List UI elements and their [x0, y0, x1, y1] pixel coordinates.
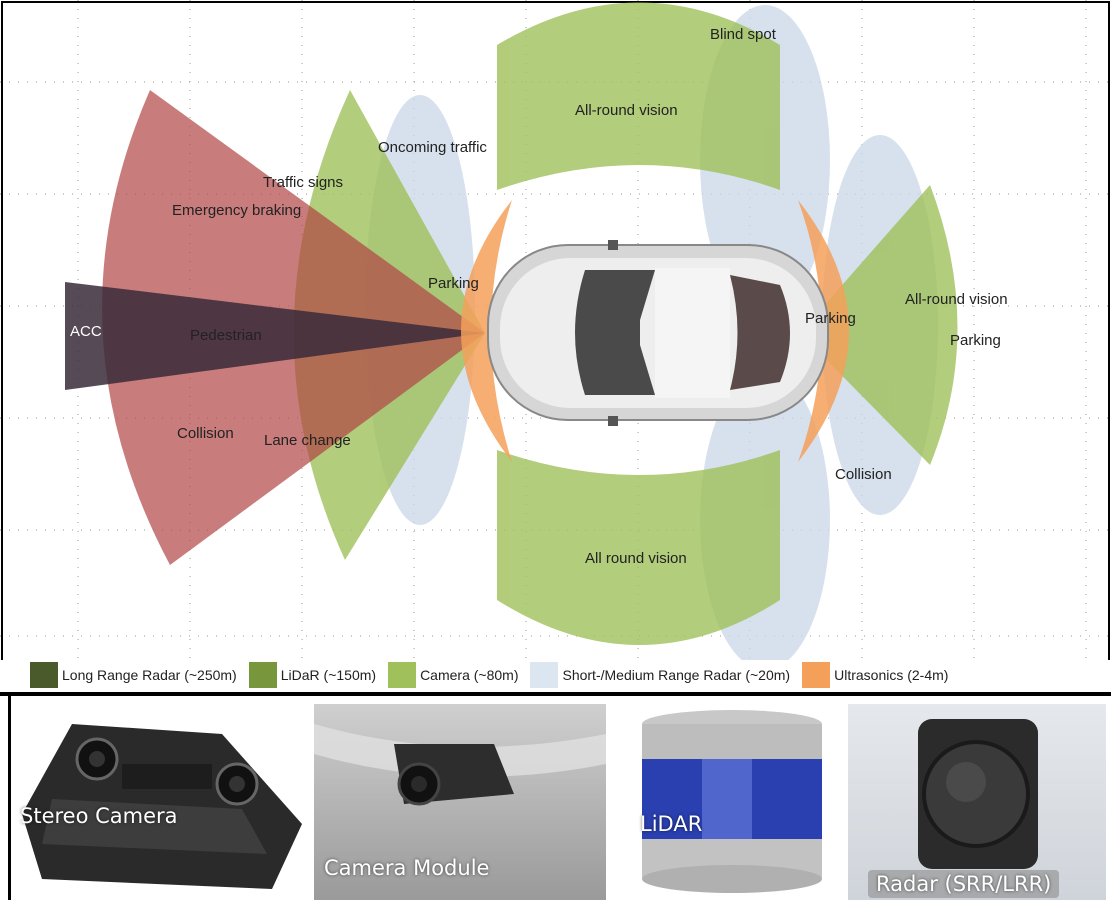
camera-module-caption: Camera Module [324, 856, 490, 880]
camera-module-icon [314, 724, 606, 806]
blind-spot-label: Blind spot [710, 26, 776, 43]
legend-label-srr: Short-/Medium Range Radar (~20m) [562, 667, 791, 683]
legend-item-lidar: LiDaR (~150m) [248, 662, 377, 688]
legend-label-ultrasonics: Ultrasonics (2-4m) [834, 667, 949, 683]
acc-label: ACC [70, 323, 102, 340]
legend-item-srr: Short-/Medium Range Radar (~20m) [530, 662, 790, 688]
long-range-radar-acc-beam [65, 282, 485, 390]
camera-top-vision [497, 2, 780, 190]
pedestrian-label: Pedestrian [190, 327, 262, 344]
section-divider [0, 692, 1111, 696]
lidar-photo: LiDAR [612, 704, 836, 900]
all-round-vision-bottom-label: All round vision [585, 550, 687, 567]
camera-module-photo: Camera Module [314, 704, 606, 900]
legend-label-camera: Camera (~80m) [420, 667, 519, 683]
camera-bottom-vision [497, 450, 780, 645]
legend-swatch-camera [388, 662, 417, 688]
all-round-vision-rear-label: All-round vision [905, 291, 1008, 308]
radar-photo: Radar (SRR/LRR) [848, 704, 1106, 900]
collision-front-label: Collision [177, 425, 234, 442]
legend-swatch-long-range-radar [30, 662, 58, 688]
all-round-vision-top-label: All-round vision [575, 102, 678, 119]
legend-label-long-range-radar: Long Range Radar (~250m) [62, 667, 237, 683]
legend-item-long-range-radar: Long Range Radar (~250m) [30, 662, 237, 688]
traffic-signs-label: Traffic signs [263, 174, 344, 191]
sensor-coverage-diagram [0, 0, 1111, 660]
camera-zones [293, 2, 958, 645]
emergency-braking-label: Emergency braking [172, 202, 302, 219]
parking-rear-label: Parking [805, 310, 856, 327]
parking-rear-right-label: Parking [950, 332, 1001, 349]
car-top-view [487, 240, 829, 426]
legend-swatch-lidar [248, 662, 277, 688]
legend-label-lidar: LiDaR (~150m) [280, 667, 377, 683]
collision-rear-label: Collision [835, 466, 892, 483]
lidar-caption: LiDAR [640, 812, 703, 836]
legend-item-camera: Camera (~80m) [388, 662, 518, 688]
parking-front-label: Parking [428, 275, 479, 292]
left-border [8, 692, 11, 900]
lane-change-label: Lane change [264, 432, 351, 449]
stereo-camera-icon [22, 724, 302, 889]
stereo-camera-photo: Stereo Camera [12, 704, 308, 900]
ultrasonic-front [461, 200, 512, 462]
radar-caption: Radar (SRR/LRR) [868, 870, 1060, 898]
lidar-icon [642, 710, 822, 893]
legend: Long Range Radar (~250m) LiDaR (~150m) C… [30, 660, 960, 690]
legend-swatch-ultrasonics [802, 662, 831, 688]
camera-rear-cone [800, 185, 958, 465]
legend-swatch-srr [530, 662, 559, 688]
legend-item-ultrasonics: Ultrasonics (2-4m) [802, 662, 948, 688]
radar-icon [918, 719, 1038, 869]
stereo-camera-caption: Stereo Camera [20, 804, 178, 828]
oncoming-traffic-label: Oncoming traffic [378, 139, 487, 156]
